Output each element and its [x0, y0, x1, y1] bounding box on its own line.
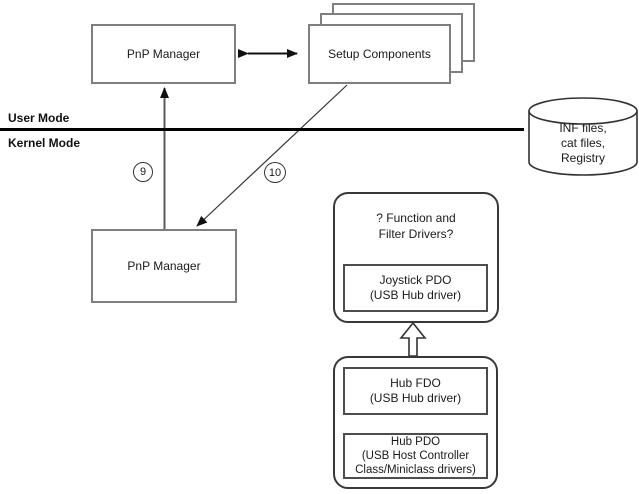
step10-number: 10: [268, 166, 282, 179]
kernel-mode-label: Kernel Mode: [8, 136, 81, 150]
setup-components-label: Setup Components: [328, 47, 431, 61]
step9-badge: 9: [133, 162, 153, 182]
datastore-label: INF files, cat files, Registry: [559, 121, 607, 165]
pnp-manager-kernel-box: PnP Manager: [91, 229, 237, 303]
step9-number: 9: [139, 166, 147, 178]
user-kernel-divider: [0, 128, 524, 131]
hub-fdo-box: Hub FDO (USB Hub driver): [343, 367, 488, 415]
step10-arrow: [196, 84, 348, 227]
pnp-manager-user-box: PnP Manager: [91, 24, 236, 84]
hub-pdo-label: Hub PDO (USB Host Controller Class/Minic…: [355, 436, 476, 476]
pnp-manager-user-label: PnP Manager: [126, 47, 201, 61]
device-stack-up-arrow: [399, 321, 427, 357]
hub-pdo-box: Hub PDO (USB Host Controller Class/Minic…: [343, 433, 488, 479]
step10-badge: 10: [264, 162, 286, 183]
pnp-manager-kernel-label: PnP Manager: [127, 259, 201, 273]
hub-fdo-label: Hub FDO (USB Hub driver): [369, 376, 462, 405]
function-filter-question: ? Function and Filter Drivers?: [376, 211, 456, 241]
joystick-pdo-label: Joystick PDO (USB Hub driver): [369, 273, 462, 302]
setup-components-box: Setup Components: [308, 24, 451, 84]
datastore-cylinder-icon: [528, 97, 638, 176]
user-mode-label: User Mode: [8, 111, 70, 125]
joystick-pdo-box: Joystick PDO (USB Hub driver): [343, 264, 488, 312]
